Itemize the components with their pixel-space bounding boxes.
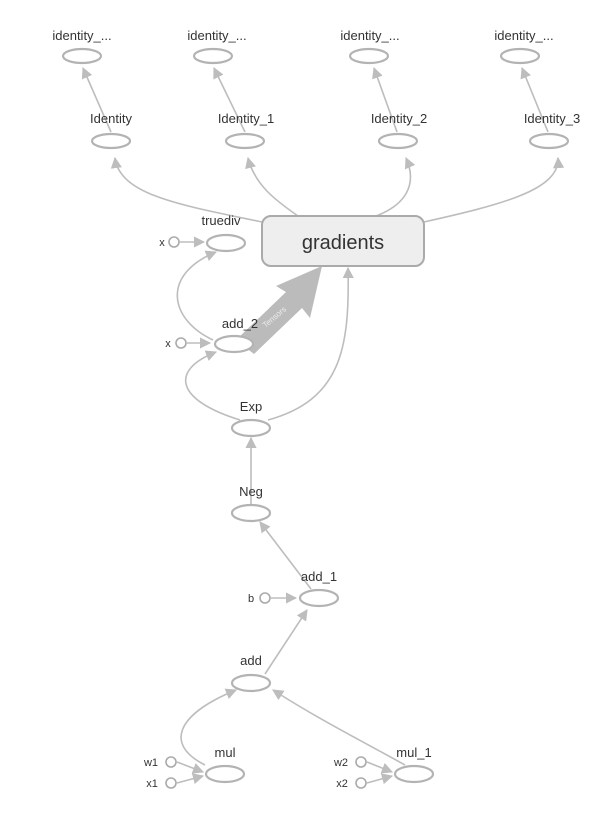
edge-add2-to-truediv <box>176 250 218 341</box>
node-identity-a-label: identity_... <box>52 28 111 43</box>
edge-mul-to-add <box>180 688 238 766</box>
node-truediv-label: truediv <box>201 213 241 228</box>
edge-identity-to-identity-a <box>81 66 112 133</box>
node-identity[interactable]: Identity <box>90 111 132 150</box>
node-identity-label: Identity <box>90 111 132 126</box>
const-x1-label: x1 <box>146 778 158 790</box>
edge-identity3-to-identity-d <box>520 66 549 133</box>
edges <box>81 66 565 785</box>
const-x1[interactable]: x1 <box>146 777 177 790</box>
node-neg-label: Neg <box>239 484 263 499</box>
node-exp[interactable]: Exp <box>230 399 272 438</box>
edge-w1-to-mul <box>176 761 205 774</box>
const-w1-label: w1 <box>143 757 158 769</box>
node-identity-b[interactable]: identity_... <box>187 28 247 65</box>
node-identity-b-label: identity_... <box>187 28 246 43</box>
const-x-add2-label: x <box>165 338 171 350</box>
node-add-label: add <box>240 653 262 668</box>
edge-gradients-to-identity1 <box>245 156 299 217</box>
edge-gradients-to-identity2 <box>375 156 416 217</box>
const-x2[interactable]: x2 <box>336 777 367 790</box>
node-add[interactable]: add <box>230 653 272 693</box>
node-add-2[interactable]: add_2 <box>213 316 258 354</box>
const-w1[interactable]: w1 <box>143 756 177 769</box>
node-identity-a[interactable]: identity_... <box>52 28 112 65</box>
node-mul-label: mul <box>215 745 236 760</box>
edge-identity2-to-identity-c <box>372 66 398 133</box>
const-w2[interactable]: w2 <box>333 756 367 769</box>
tensor-arrow-shape <box>236 266 322 354</box>
const-x-truediv[interactable]: x <box>159 236 180 249</box>
node-identity-d-label: identity_... <box>494 28 553 43</box>
node-identity-c[interactable]: identity_... <box>340 28 400 65</box>
node-add-1-label: add_1 <box>301 569 337 584</box>
edge-add1-to-neg <box>259 521 312 590</box>
edge-x1-to-mul <box>176 773 205 785</box>
node-identity-2[interactable]: Identity_2 <box>371 111 427 150</box>
node-truediv[interactable]: truediv <box>201 213 247 253</box>
node-identity-d[interactable]: identity_... <box>494 28 554 65</box>
edge-gradients-to-identity <box>110 156 263 223</box>
node-gradients[interactable]: gradients <box>261 215 425 267</box>
edge-x2-to-mul1 <box>366 773 394 785</box>
edge-add-to-add1 <box>264 609 308 675</box>
node-mul-1-label: mul_1 <box>396 745 431 760</box>
node-mul-1[interactable]: mul_1 <box>393 745 435 784</box>
edge-exp-to-add2 <box>184 350 241 421</box>
node-gradients-label: gradients <box>302 232 384 254</box>
node-identity-2-label: Identity_2 <box>371 111 427 126</box>
const-x2-label: x2 <box>336 778 348 790</box>
const-b-label: b <box>248 593 254 605</box>
edge-mul1-to-add <box>272 689 406 766</box>
edge-identity1-to-identity-b <box>213 66 246 133</box>
node-identity-3-label: Identity_3 <box>524 111 580 126</box>
node-mul[interactable]: mul <box>204 745 246 784</box>
node-identity-1[interactable]: Identity_1 <box>218 111 274 150</box>
node-identity-1-label: Identity_1 <box>218 111 274 126</box>
const-x-add2[interactable]: x <box>165 337 187 350</box>
node-add-1[interactable]: add_1 <box>298 569 340 608</box>
const-x-truediv-label: x <box>159 237 165 249</box>
edge-exp-to-gradients <box>267 266 354 421</box>
node-neg[interactable]: Neg <box>230 484 272 523</box>
node-identity-3[interactable]: Identity_3 <box>524 111 580 150</box>
const-b[interactable]: b <box>248 592 271 605</box>
node-identity-c-label: identity_... <box>340 28 399 43</box>
edge-w2-to-mul1 <box>366 761 394 774</box>
edge-gradients-to-identity3 <box>423 156 565 223</box>
const-w2-label: w2 <box>333 757 348 769</box>
node-exp-label: Exp <box>240 399 262 414</box>
node-add-2-label: add_2 <box>222 316 258 331</box>
